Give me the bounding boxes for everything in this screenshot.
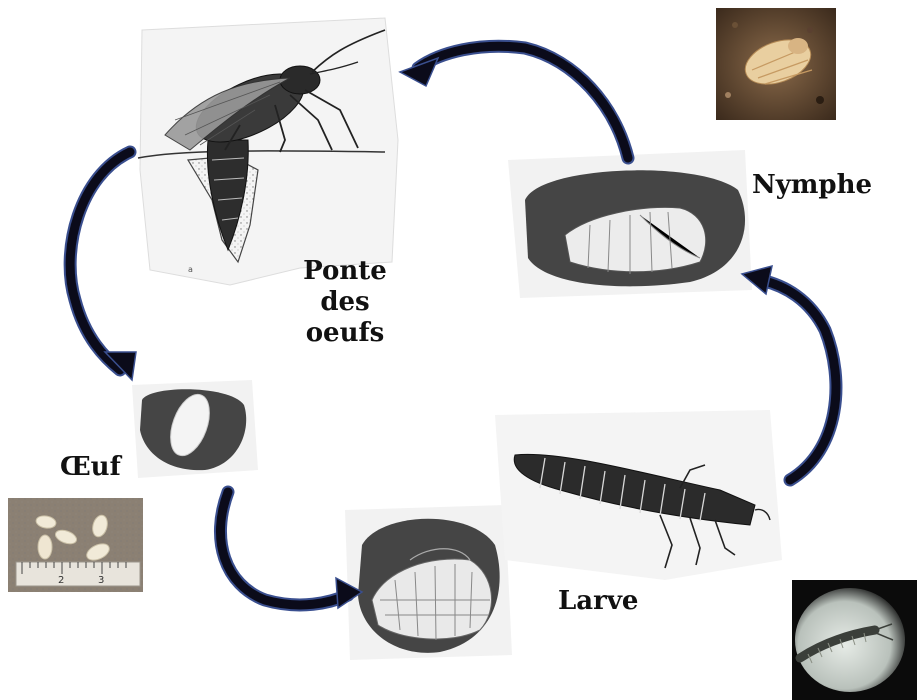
svg-text:a: a (188, 265, 193, 274)
larva-cell-illustration (345, 505, 512, 660)
label-larve: Larve (558, 586, 638, 617)
pupa-cell-illustration (508, 150, 752, 298)
egg-illustration (132, 380, 258, 478)
label-oeuf: Œuf (60, 452, 121, 483)
ruler-digit-2: 2 (58, 575, 64, 586)
pupa-photo (716, 8, 836, 120)
eggs-photo: 2 3 (8, 498, 143, 592)
ruler-digit-3: 3 (98, 575, 104, 586)
label-nymphe: Nymphe (752, 170, 872, 201)
larva-illustration (495, 410, 782, 580)
label-ponte-line2: oeufs (282, 318, 408, 349)
label-ponte-line1: Ponte des (282, 256, 408, 318)
adult-laying-illustration: a (138, 18, 398, 285)
larva-photo (792, 580, 917, 700)
label-ponte-des-oeufs: Ponte des oeufs (282, 256, 408, 349)
